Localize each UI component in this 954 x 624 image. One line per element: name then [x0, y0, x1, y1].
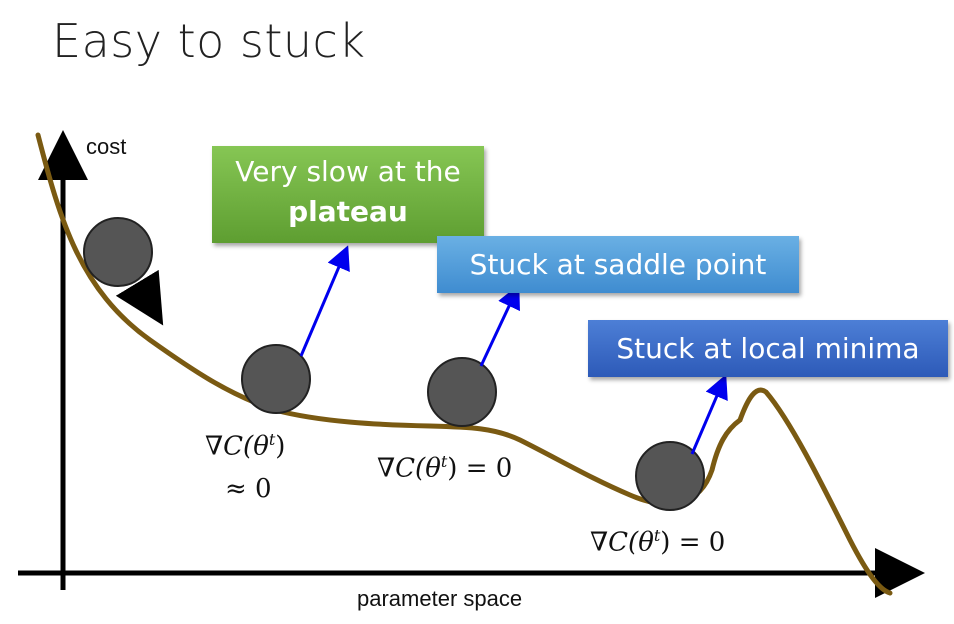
- plateau-callout: Very slow at the plateau: [212, 146, 484, 243]
- x-axis-label: parameter space: [357, 586, 523, 611]
- formula-plateau-approx: ≈ 0: [225, 474, 272, 504]
- motion-arrow: [115, 269, 164, 326]
- formula-local-min-eq: = 0: [670, 527, 726, 558]
- formula-saddle-close: ): [447, 453, 458, 484]
- local-minima-callout: Stuck at local minima: [588, 320, 948, 377]
- y-axis-label: cost: [86, 134, 127, 159]
- formula-saddle-sup: t: [440, 452, 448, 471]
- saddle-callout: Stuck at saddle point: [437, 236, 799, 293]
- ball-start: [83, 217, 153, 287]
- plateau-callout-line2: plateau: [212, 192, 484, 232]
- formula-local-min: ∇C(θt) = 0: [590, 526, 725, 558]
- formula-plateau-grad: ∇C(θ: [205, 431, 269, 462]
- ball-saddle: [427, 357, 497, 427]
- formula-saddle-eq: = 0: [457, 453, 513, 484]
- formula-saddle: ∇C(θt) = 0: [377, 452, 512, 484]
- formula-plateau-sup: t: [268, 430, 276, 449]
- ball-plateau: [241, 344, 311, 414]
- formula-plateau: ∇C(θt): [205, 430, 285, 462]
- plateau-callout-line1: Very slow at the: [235, 155, 461, 188]
- formula-local-min-close: ): [660, 527, 671, 558]
- local-min-pointer-arrow: [690, 374, 728, 455]
- plateau-pointer-arrow: [299, 245, 350, 357]
- formula-plateau-close: ): [275, 431, 286, 462]
- ball-local-minima: [635, 441, 705, 511]
- formula-local-min-grad: ∇C(θ: [590, 527, 654, 558]
- saddle-pointer-arrow: [479, 284, 520, 367]
- formula-saddle-grad: ∇C(θ: [377, 453, 441, 484]
- formula-local-min-sup: t: [653, 526, 661, 545]
- plateau-callout-bold: plateau: [288, 195, 408, 228]
- slide-title: Easy to stuck: [52, 14, 366, 68]
- cost-curve: [35, 132, 893, 596]
